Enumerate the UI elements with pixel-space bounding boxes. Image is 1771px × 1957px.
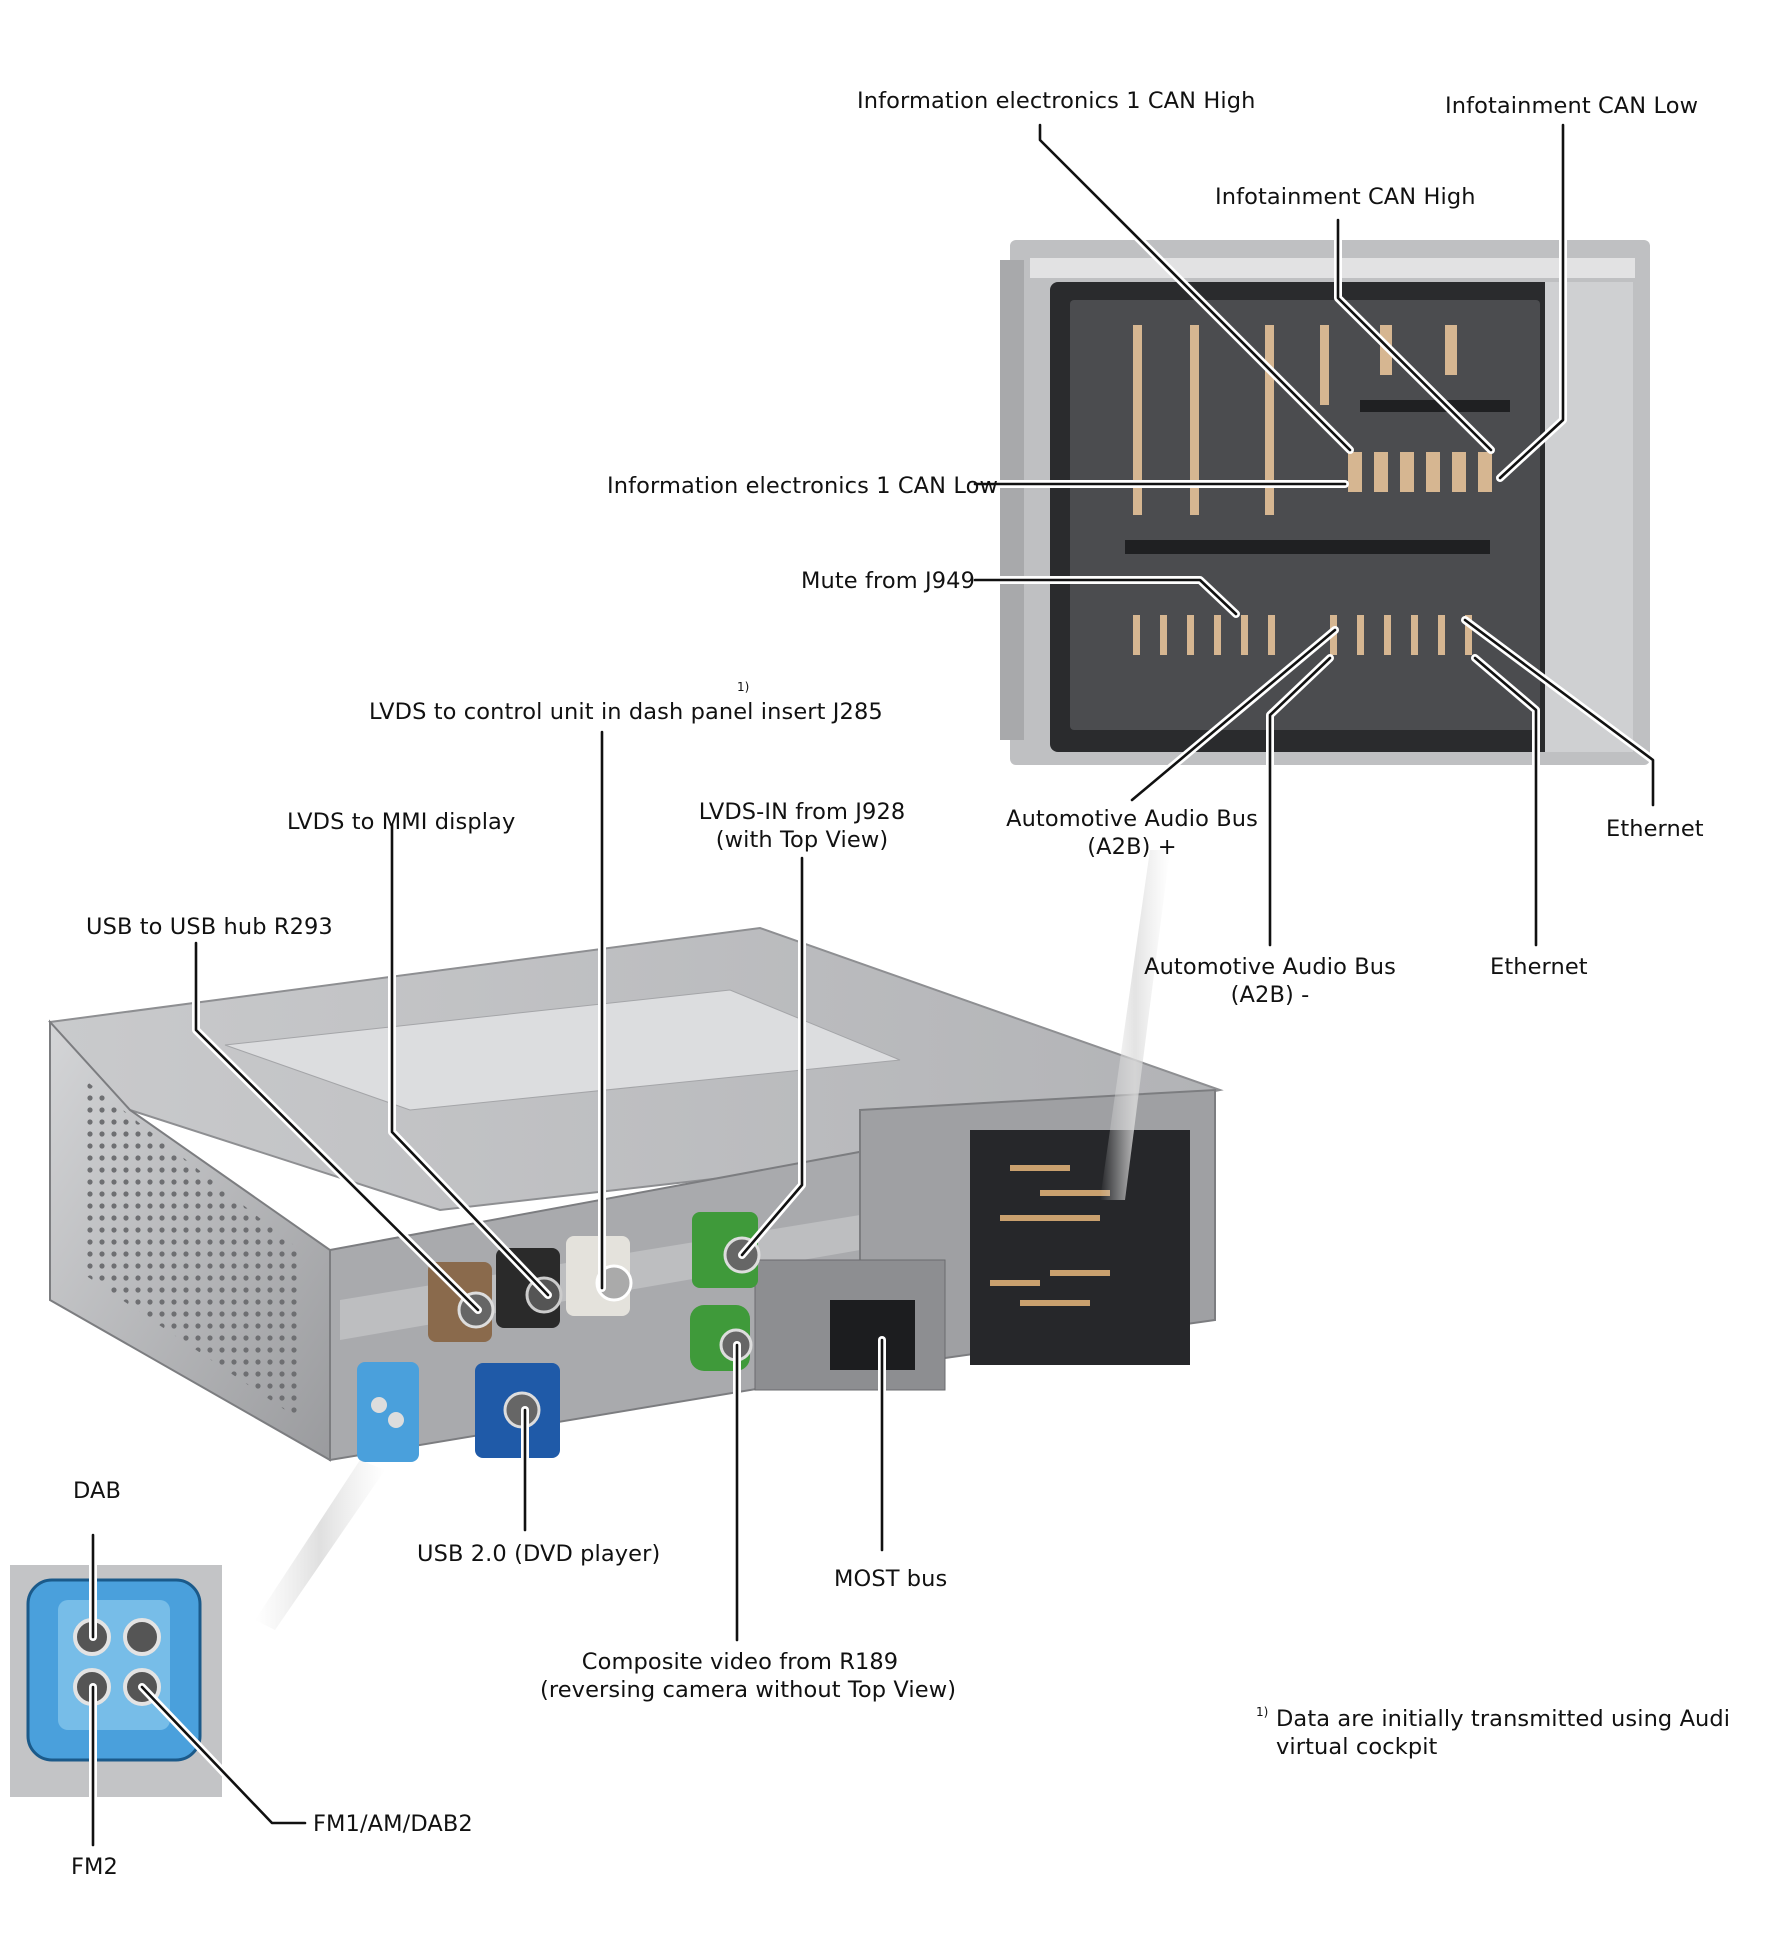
connector-closeup — [1000, 240, 1650, 765]
label-usb20: USB 2.0 (DVD player) — [417, 1541, 661, 1567]
label-composite-line2: (reversing camera without Top View) — [540, 1677, 957, 1703]
label-dab: DAB — [73, 1478, 122, 1504]
rear-connector-pins — [990, 1165, 1110, 1306]
label-lvds-in-line2: (with Top View) — [715, 827, 889, 853]
footnote-line1: Data are initially transmitted using Aud… — [1276, 1706, 1731, 1732]
magnify-beam-antenna — [255, 1460, 385, 1630]
label-info-can-low: Information electronics 1 CAN Low — [607, 473, 998, 499]
label-composite-line1: Composite video from R189 — [581, 1649, 899, 1675]
label-a2b-minus-line1: Automotive Audio Bus — [1144, 954, 1396, 980]
label-a2b-minus-line2: (A2B) - — [1230, 982, 1310, 1008]
label-lvds-mmi: LVDS to MMI display — [287, 809, 516, 835]
footnote-marker: 1) — [1256, 1705, 1269, 1719]
leader-lines — [89, 121, 1657, 1849]
label-fm2: FM2 — [71, 1854, 118, 1880]
footnote-line2: virtual cockpit — [1276, 1734, 1438, 1760]
label-lvds-in-line1: LVDS-IN from J928 — [698, 799, 906, 825]
label-most-bus: MOST bus — [834, 1566, 948, 1592]
label-a2b-plus-line1: Automotive Audio Bus — [1006, 806, 1258, 832]
label-lvds-j285: LVDS to control unit in dash panel inser… — [369, 699, 883, 725]
label-fm1-am-dab2: FM1/AM/DAB2 — [313, 1811, 473, 1837]
label-info-can-high: Information electronics 1 CAN High — [857, 88, 1256, 114]
label-infotainment-can-low: Infotainment CAN Low — [1445, 93, 1699, 119]
label-footnote-marker-j285: 1) — [737, 680, 750, 694]
label-ethernet-2: Ethernet — [1490, 954, 1588, 980]
label-ethernet-1: Ethernet — [1606, 816, 1704, 842]
label-usb-hub: USB to USB hub R293 — [86, 914, 333, 940]
label-a2b-plus-line2: (A2B) + — [1087, 834, 1177, 860]
antenna-connector-closeup — [10, 1565, 222, 1797]
head-unit — [47, 926, 1224, 1462]
can-pin-row — [1348, 452, 1492, 492]
magnify-beam-a2b — [1100, 850, 1170, 1200]
label-mute: Mute from J949 — [801, 568, 975, 594]
label-infotainment-can-high: Infotainment CAN High — [1215, 184, 1476, 210]
